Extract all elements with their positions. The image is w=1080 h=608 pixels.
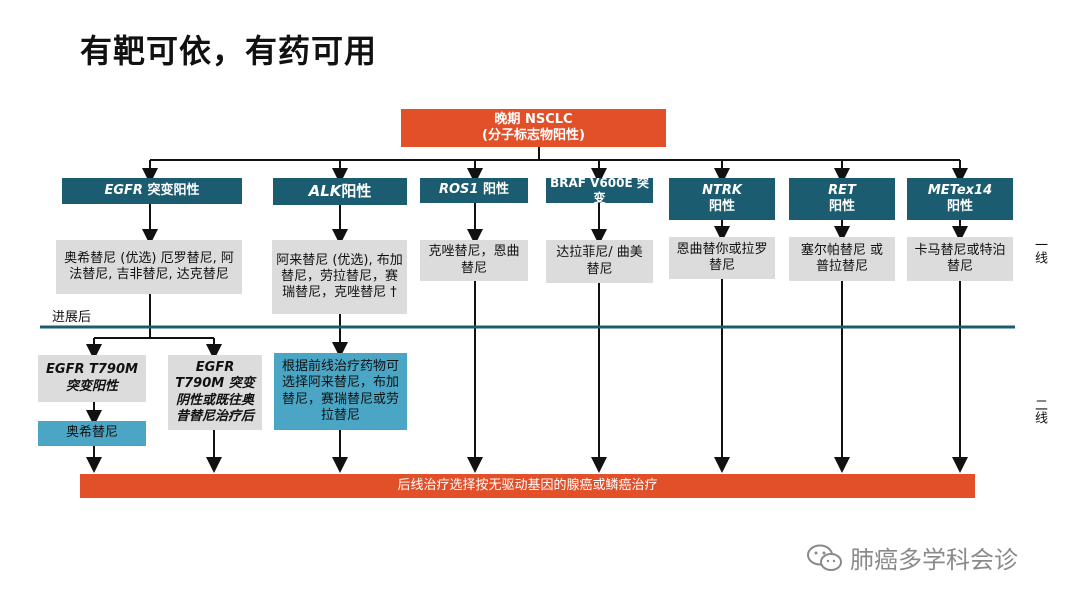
header-egfr: EGFR 突变阳性 (62, 178, 242, 204)
root-line1: 晚期 NSCLC (494, 111, 573, 127)
wechat-icon (807, 544, 842, 571)
progression-label: 进展后 (52, 310, 92, 325)
second-line-alk: 根据前线治疗药物可选择阿来替尼，布加替尼，赛瑞替尼或劳拉替尼 (274, 353, 407, 430)
header-egfr-gene: EGFR (104, 182, 143, 198)
header-ros1-suffix: 阳性 (478, 182, 509, 198)
header-ret-gene: RET (828, 182, 856, 198)
header-braf-suffix: 突变 (593, 175, 649, 205)
root-line2: (分子标志物阳性) (482, 128, 585, 143)
header-braf-gene: BRAF V600E (550, 175, 633, 190)
page-title: 有靶可依，有药可用 (80, 32, 378, 70)
second-line-side-label: 二线 (1032, 398, 1047, 424)
first-line-side-label: 一线 (1032, 238, 1047, 264)
header-ret-suffix: 阳性 (828, 199, 855, 214)
osimertinib-box: 奥希替尼 (38, 421, 146, 446)
header-ros1-gene: ROS1 (438, 182, 479, 198)
header-ntrk-gene: NTRK (702, 182, 742, 198)
first-line-alk: 阿来替尼 (优选), 布加替尼，劳拉替尼，赛瑞替尼，克唑替尼 † (272, 240, 407, 314)
watermark: 肺癌多学科会诊 (806, 540, 1018, 575)
second-line-egfr-t790m-positive: EGFR T790M 突变阳性 (38, 355, 146, 402)
first-line-braf: 达拉菲尼/ 曲美替尼 (546, 240, 653, 283)
header-alk-gene: ALK (308, 182, 342, 201)
later-line-treatment-bar: 后线治疗选择按无驱动基因的腺癌或鳞癌治疗 (80, 474, 975, 498)
header-ros1: ROS1 阳性 (420, 178, 528, 203)
header-ntrk-suffix: 阳性 (708, 199, 735, 214)
header-metex14: METex14 阳性 (907, 178, 1013, 220)
second-line-egfr-t790m-negative: EGFR T790M 突变阴性或既往奥昔替尼治疗后 (168, 355, 262, 430)
header-braf: BRAF V600E 突变 (546, 175, 653, 205)
header-egfr-suffix: 突变阳性 (142, 182, 200, 198)
first-line-egfr: 奥希替尼 (优选) 厄罗替尼, 阿法替尼, 吉非替尼, 达克替尼 (56, 240, 242, 294)
first-line-ret: 塞尔帕替尼 或 普拉替尼 (789, 237, 895, 281)
header-metex14-suffix: 阳性 (946, 199, 973, 214)
header-ntrk: NTRK 阳性 (669, 178, 775, 220)
watermark-text: 肺癌多学科会诊 (850, 546, 1018, 574)
first-line-metex14: 卡马替尼或特泊替尼 (907, 237, 1013, 281)
header-alk-suffix: 阳性 (341, 182, 372, 201)
first-line-ntrk: 恩曲替你或拉罗替尼 (669, 237, 775, 279)
root-node-advanced-nsclc: 晚期 NSCLC (分子标志物阳性) (401, 109, 666, 147)
first-line-ros1: 克唑替尼，恩曲替尼 (420, 240, 528, 281)
header-metex14-gene: METex14 (927, 182, 993, 198)
header-alk: ALK阳性 (273, 178, 407, 205)
header-ret: RET 阳性 (789, 178, 895, 220)
